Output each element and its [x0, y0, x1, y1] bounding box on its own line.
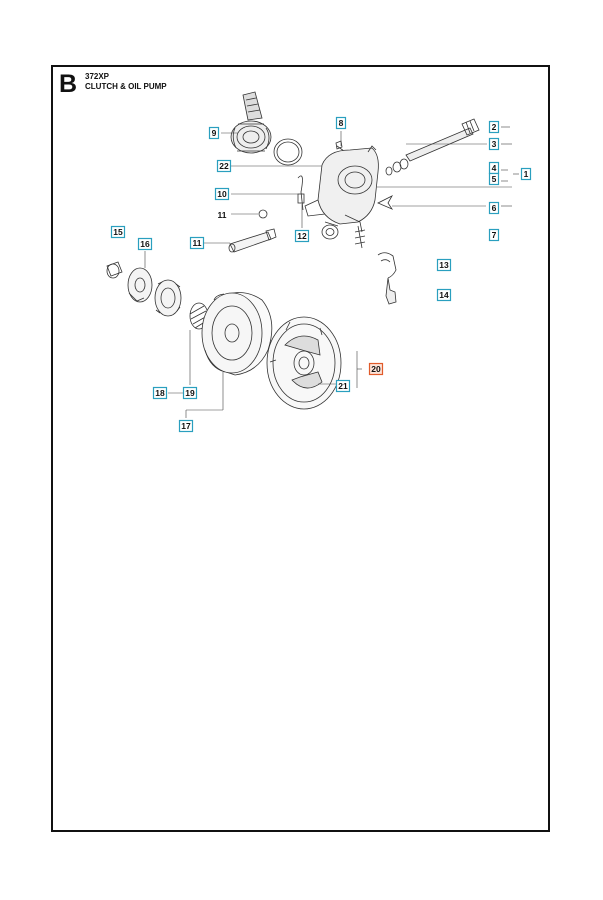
- callout-box: [335, 116, 347, 130]
- callout-14: 14: [436, 288, 452, 302]
- callout-box: [294, 229, 310, 243]
- suction-hose-part: [377, 252, 397, 305]
- callout-number: 3: [492, 139, 497, 149]
- callout-box: [488, 137, 500, 151]
- callout-number: 12: [297, 231, 307, 241]
- callout-box: [335, 379, 351, 393]
- callout-number: 6: [492, 203, 497, 213]
- page-frame: [51, 65, 550, 832]
- callout-4: 4: [488, 161, 500, 175]
- callout-2: 2: [488, 120, 500, 134]
- callout-box: [436, 288, 452, 302]
- callout-number: 11: [193, 238, 202, 248]
- callout-box: [520, 167, 532, 181]
- callout-number: 13: [439, 260, 449, 270]
- spring-part: [385, 158, 409, 176]
- callout-number: 17: [181, 421, 191, 431]
- o-ring-part: [273, 138, 303, 166]
- callout-10: 10: [214, 187, 230, 201]
- leader-lines: [144, 126, 519, 418]
- callout-17: 17: [178, 419, 194, 433]
- sprocket-rim-part: [154, 279, 182, 317]
- callout-15: 15: [110, 225, 126, 239]
- callout-number: 5: [492, 174, 497, 184]
- adjust-arrow-part: [377, 195, 394, 210]
- callout-box: [189, 236, 205, 250]
- callout-number: 16: [140, 239, 150, 249]
- model-label: 372XP: [85, 72, 110, 81]
- callout-number: 8: [339, 118, 344, 128]
- pump-gear-part: [230, 91, 272, 154]
- callout-number: 15: [113, 227, 123, 237]
- callout-number: 20: [371, 364, 381, 374]
- callout-22: 22: [216, 159, 232, 173]
- callout-1: 1: [520, 167, 532, 181]
- nut-part: [258, 209, 268, 219]
- callout-number: 4: [492, 163, 497, 173]
- callout-number: 2: [492, 122, 497, 132]
- callout-20: 20: [368, 362, 384, 376]
- callout-box: [182, 386, 198, 400]
- oil-pump-housing-part: [304, 145, 379, 240]
- section-letter: B: [59, 70, 78, 98]
- callout-box: [368, 362, 384, 376]
- plunger-part: [297, 175, 304, 211]
- callout-5: 5: [488, 172, 500, 186]
- callout-number: 1: [524, 169, 529, 179]
- callout-box: [110, 225, 126, 239]
- callout-9: 9: [208, 126, 220, 140]
- pump-shaft-part: [405, 118, 480, 162]
- callout-number: 21: [338, 381, 348, 391]
- callout-box: [436, 258, 452, 272]
- callout-3: 3: [488, 137, 500, 151]
- callout-box: [216, 159, 232, 173]
- callout-box: [178, 419, 194, 433]
- callout-box: [137, 237, 153, 251]
- callout-number: 14: [439, 290, 449, 300]
- callout-number: 22: [219, 161, 229, 171]
- clutch-assembly-part: [266, 316, 342, 410]
- callout-6: 6: [488, 201, 500, 215]
- callout-box: [488, 120, 500, 134]
- callout-number: 18: [155, 388, 165, 398]
- callout-16: 16: [137, 237, 153, 251]
- callout-number: 10: [217, 189, 227, 199]
- callout-11: 11: [218, 210, 227, 220]
- callout-12: 12: [294, 229, 310, 243]
- callout-box: [488, 228, 500, 242]
- callout-8: 8: [335, 116, 347, 130]
- callout-number: 9: [212, 128, 217, 138]
- callout-number: 7: [492, 230, 497, 240]
- callout-18: 18: [152, 386, 168, 400]
- callout-11: 11: [189, 236, 205, 250]
- clutch-drum-part: [201, 292, 273, 376]
- callout-box: [214, 187, 230, 201]
- callout-box: [488, 172, 500, 186]
- callout-box: [488, 201, 500, 215]
- callout-box: [152, 386, 168, 400]
- oil-hose-part: [228, 228, 277, 253]
- callout-21: 21: [335, 379, 351, 393]
- callout-number: 19: [185, 388, 195, 398]
- washer-part: [106, 261, 153, 303]
- callout-box: [208, 126, 220, 140]
- diagram-title: CLUTCH & OIL PUMP: [85, 82, 167, 91]
- parts-artwork: [106, 91, 480, 410]
- callout-7: 7: [488, 228, 500, 242]
- callout-19: 19: [182, 386, 198, 400]
- callout-13: 13: [436, 258, 452, 272]
- callout-number: 11: [218, 210, 227, 220]
